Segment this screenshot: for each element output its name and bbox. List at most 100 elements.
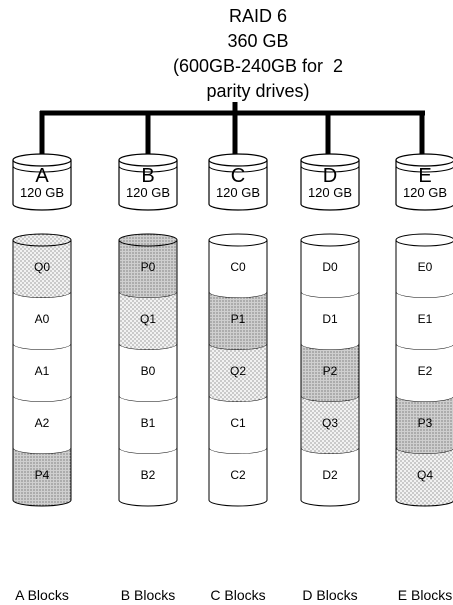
stripe-block: C2 (208, 448, 268, 507)
block-shape (13, 344, 71, 402)
block-divider (12, 343, 72, 351)
disk-top (12, 153, 72, 167)
disk-rim (208, 165, 268, 173)
block-divider (118, 447, 178, 455)
stripe-block: E1 (395, 292, 453, 351)
column-label: C Blocks (210, 587, 265, 603)
block-label: C2 (230, 468, 246, 482)
block-divider (118, 343, 178, 351)
column-top (395, 233, 453, 247)
block-divider (300, 447, 360, 455)
block-shape (301, 396, 359, 454)
title-line-2: 360 GB (227, 31, 288, 51)
disk-rim (395, 165, 453, 173)
stripe-block: Q3 (300, 396, 360, 455)
stripe-block: E0 (395, 233, 453, 299)
stripe-block: P0 (118, 233, 178, 299)
block-label: C1 (230, 416, 246, 430)
stripe-block: Q4 (395, 448, 453, 507)
block-label: C0 (230, 260, 246, 274)
disk-capacity: 120 GB (308, 185, 352, 200)
block-divider (12, 291, 72, 299)
block-shape (301, 448, 359, 506)
disk-capacity: 120 GB (126, 185, 170, 200)
stripe-block: C0 (208, 233, 268, 299)
block-divider (12, 395, 72, 403)
disk-body (118, 160, 178, 211)
stripe-block: A1 (12, 344, 72, 403)
column-label: B Blocks (121, 587, 175, 603)
stripe-block: Q2 (208, 344, 268, 403)
block-label: A1 (35, 364, 50, 378)
block-label: B0 (141, 364, 156, 378)
block-divider (395, 291, 453, 299)
block-label: P4 (35, 468, 50, 482)
stripe-block: B1 (118, 396, 178, 455)
block-shape (13, 292, 71, 350)
stripe-block: Q0 (12, 233, 72, 299)
block-label: B2 (141, 468, 156, 482)
disk-letter: A (35, 165, 49, 187)
block-shape (119, 292, 177, 350)
block-label: P1 (231, 312, 246, 326)
stripe-block: P2 (300, 344, 360, 403)
block-shape (209, 396, 267, 454)
stripe-block: Q1 (118, 292, 178, 351)
block-label: D2 (322, 468, 338, 482)
block-divider (12, 499, 72, 507)
disk-letter: D (323, 165, 337, 187)
disk-top (118, 153, 178, 167)
disk-body (208, 160, 268, 211)
disk-rim (300, 165, 360, 173)
block-shape (301, 292, 359, 350)
disk-letter: E (418, 165, 431, 187)
block-divider (395, 499, 453, 507)
block-shape (209, 234, 267, 298)
disk-letter: C (231, 165, 245, 187)
block-label: Q0 (34, 260, 50, 274)
block-divider (300, 343, 360, 351)
block-divider (118, 291, 178, 299)
block-shape (301, 344, 359, 402)
block-divider (208, 291, 268, 299)
disk-top (300, 153, 360, 167)
column-label: D Blocks (302, 587, 357, 603)
column-top (12, 233, 72, 247)
block-shape (301, 234, 359, 298)
block-divider (208, 499, 268, 507)
column-top (118, 233, 178, 247)
stripe-block: A2 (12, 396, 72, 455)
stripe-block: D0 (300, 233, 360, 299)
disk-capacity: 120 GB (20, 185, 64, 200)
block-shape (119, 344, 177, 402)
stripe-block: A0 (12, 292, 72, 351)
block-divider (12, 447, 72, 455)
block-divider (118, 395, 178, 403)
block-shape (396, 292, 453, 350)
stripe-block: E2 (395, 344, 453, 403)
stripe-block: P1 (208, 292, 268, 351)
block-divider (395, 395, 453, 403)
block-shape (13, 448, 71, 506)
title-line-1: RAID 6 (229, 6, 287, 26)
column-label: E Blocks (398, 587, 452, 603)
disk-capacity: 120 GB (216, 185, 260, 200)
block-label: D0 (322, 260, 338, 274)
disk-rim (118, 165, 178, 173)
block-shape (119, 234, 177, 298)
block-divider (118, 499, 178, 507)
block-label: E1 (418, 312, 433, 326)
block-shape (396, 234, 453, 298)
block-label: E2 (418, 364, 433, 378)
block-label: E0 (418, 260, 433, 274)
stripe-block: D1 (300, 292, 360, 351)
